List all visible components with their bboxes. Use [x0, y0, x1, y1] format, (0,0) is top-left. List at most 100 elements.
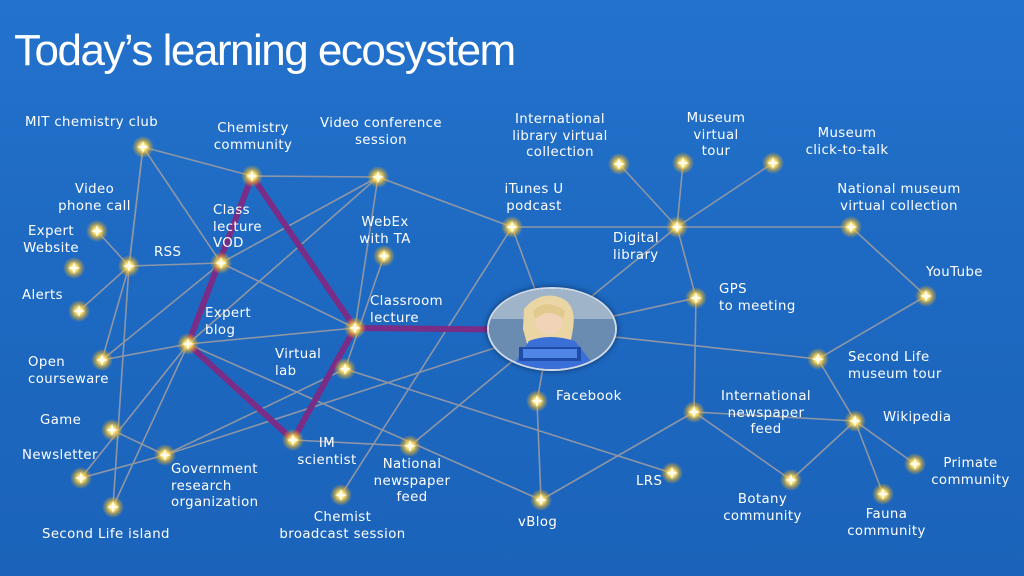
facebook-star-icon[interactable] [526, 390, 548, 412]
node-label-line: research [171, 478, 232, 494]
national-newspaper-feed-star-icon[interactable] [399, 435, 421, 457]
youtube-star-icon[interactable] [915, 285, 937, 307]
node-label-line: WebEx [361, 215, 409, 230]
node-label-line: feed [396, 490, 428, 505]
chemistry-community-star-icon[interactable] [241, 165, 263, 187]
museum-click-to-talk-star-icon[interactable] [762, 152, 784, 174]
link-mit-chemistry-club-video-phone-call [128, 146, 144, 267]
node-label-line: blog [205, 322, 236, 338]
links [78, 146, 927, 508]
node-label-line: Class [213, 203, 250, 218]
link-video-conference-session-class-lecture-vod [220, 176, 379, 264]
second-life-island-star-icon[interactable] [102, 496, 124, 518]
government-research-organization-star-icon[interactable] [154, 444, 176, 466]
node-label-line: lab [275, 363, 297, 379]
link-wikipedia-fauna-community [854, 420, 884, 495]
classroom-lecture-star-icon[interactable] [344, 317, 366, 339]
node-label-line: Expert [28, 224, 74, 239]
lrs-star-icon[interactable] [661, 462, 683, 484]
link-rss-second-life-island [112, 265, 130, 508]
node-label-line: Alerts [22, 288, 63, 303]
node-label-line: Botany [737, 492, 788, 507]
primate-community-star-icon[interactable] [904, 453, 926, 475]
class-lecture-vod-star-icon[interactable] [210, 252, 232, 274]
link-gps-to-meeting-international-newspaper-feed [693, 297, 697, 413]
national-museum-virtual-collection-star-icon[interactable] [840, 216, 862, 238]
link-wikipedia-primate-community [854, 420, 916, 465]
node-label-line: GPS [719, 282, 747, 297]
link-international-newspaper-feed-botany-community [693, 411, 792, 481]
chemist-broadcast-session-star-icon[interactable] [330, 484, 352, 506]
node-label-line: community [847, 523, 926, 539]
node-label-line: Second Life [848, 350, 930, 365]
node-label-line: scientist [297, 452, 357, 468]
link-rss-open-courseware [101, 265, 130, 361]
international-newspaper-feed-star-icon[interactable] [683, 401, 705, 423]
node-label-line: IM [318, 436, 336, 451]
link-digital-library-gps-to-meeting [676, 226, 697, 299]
node-label-line: Virtual [275, 347, 322, 362]
highlight-link-im-scientist-classroom-lecture [290, 325, 358, 443]
node-label-line: courseware [28, 371, 109, 387]
expert-website-star-icon[interactable] [63, 257, 85, 279]
virtual-lab-star-icon[interactable] [334, 358, 356, 380]
link-second-life-museum-tour-wikipedia [817, 358, 856, 422]
newsletter-star-icon[interactable] [70, 467, 92, 489]
node-label-line: lecture [370, 310, 419, 326]
node-label-line: National [382, 457, 442, 472]
node-label-newsletter: Newsletter [22, 448, 98, 465]
node-label-lrs: LRS [636, 474, 662, 491]
node-label-line: International [514, 112, 606, 127]
expert-website-star-icon[interactable] [86, 220, 108, 242]
link-expert-blog-second-life-island [112, 343, 189, 508]
link-class-lecture-vod-classroom-lecture [220, 262, 356, 329]
international-library-star-icon[interactable] [608, 153, 630, 175]
link-itunes-u-podcast-chemist-broadcast-session [340, 226, 513, 496]
link-wikipedia-botany-community [790, 420, 856, 481]
node-label-line: click-to-talk [805, 142, 889, 158]
node-label-line: Chemist [313, 510, 372, 525]
webex-with-ta-star-icon[interactable] [373, 245, 395, 267]
alerts-star-icon[interactable] [68, 300, 90, 322]
wikipedia-star-icon[interactable] [844, 410, 866, 432]
open-courseware-star-icon[interactable] [91, 349, 113, 371]
im-scientist-star-icon[interactable] [282, 429, 304, 451]
node-label-line: Video [74, 182, 115, 197]
fauna-community-star-icon[interactable] [872, 483, 894, 505]
link-im-scientist-national-newspaper-feed [292, 439, 411, 447]
gps-to-meeting-star-icon[interactable] [685, 287, 707, 309]
mit-chemistry-club-star-icon[interactable] [132, 136, 154, 158]
link-digital-library-international-library [618, 163, 678, 228]
video-phone-call-star-icon[interactable] [118, 255, 140, 277]
link-expert-blog-open-courseware [101, 343, 189, 361]
node-label-second-life-island: Second Life island [42, 527, 170, 544]
botany-community-star-icon[interactable] [780, 469, 802, 491]
itunes-u-podcast-star-icon[interactable] [501, 216, 523, 238]
game-star-icon[interactable] [101, 419, 123, 441]
node-label-line: RSS [154, 245, 182, 260]
node-stars [63, 136, 937, 518]
vblog-star-icon[interactable] [530, 489, 552, 511]
node-label-line: Expert [205, 306, 251, 321]
node-label-line: Government [171, 462, 258, 477]
museum-virtual-tour-star-icon[interactable] [672, 152, 694, 174]
video-conference-session-star-icon[interactable] [367, 166, 389, 188]
node-label-line: Primate [943, 456, 998, 471]
digital-library-star-icon[interactable] [666, 216, 688, 238]
second-life-museum-tour-star-icon[interactable] [807, 348, 829, 370]
expert-blog-star-icon[interactable] [177, 333, 199, 355]
node-label-line: podcast [506, 198, 562, 214]
